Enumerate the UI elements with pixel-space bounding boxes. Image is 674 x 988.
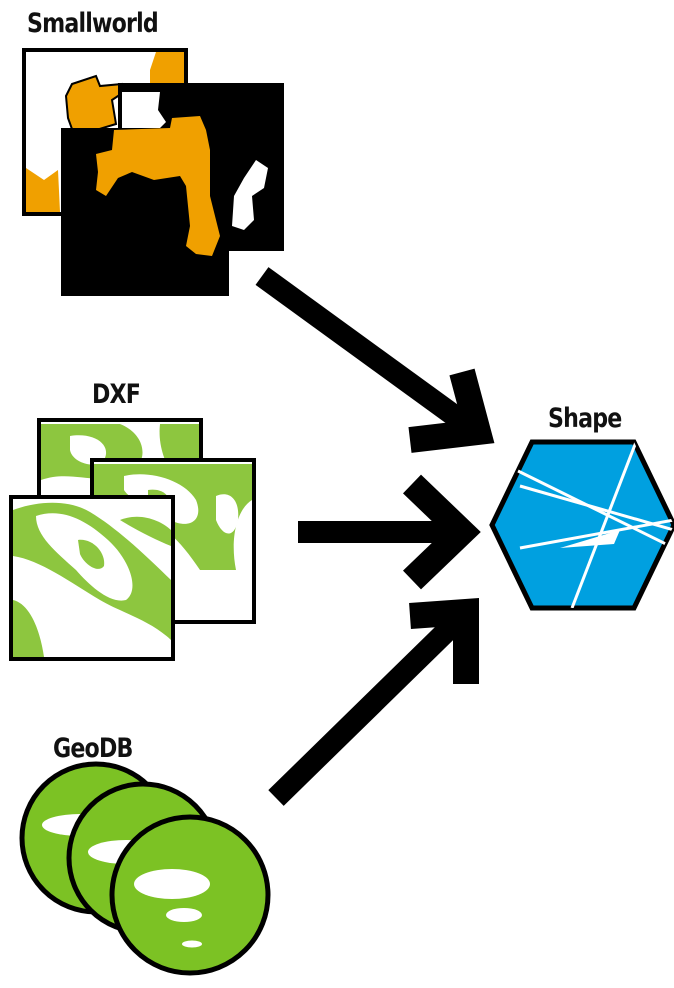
arrow-smallworld-to-shape: [262, 276, 478, 440]
shape-icon: [492, 442, 674, 608]
arrow-geodb-to-shape: [276, 612, 466, 798]
smallworld-icon: [24, 50, 282, 294]
dxf-tile-front: [11, 497, 173, 659]
geodb-disc-front: [112, 817, 268, 973]
dxf-icon: [11, 420, 254, 659]
smallworld-tile-front: [63, 116, 227, 294]
arrow-dxf-to-shape: [298, 484, 462, 580]
geodb-icon: [22, 764, 268, 973]
